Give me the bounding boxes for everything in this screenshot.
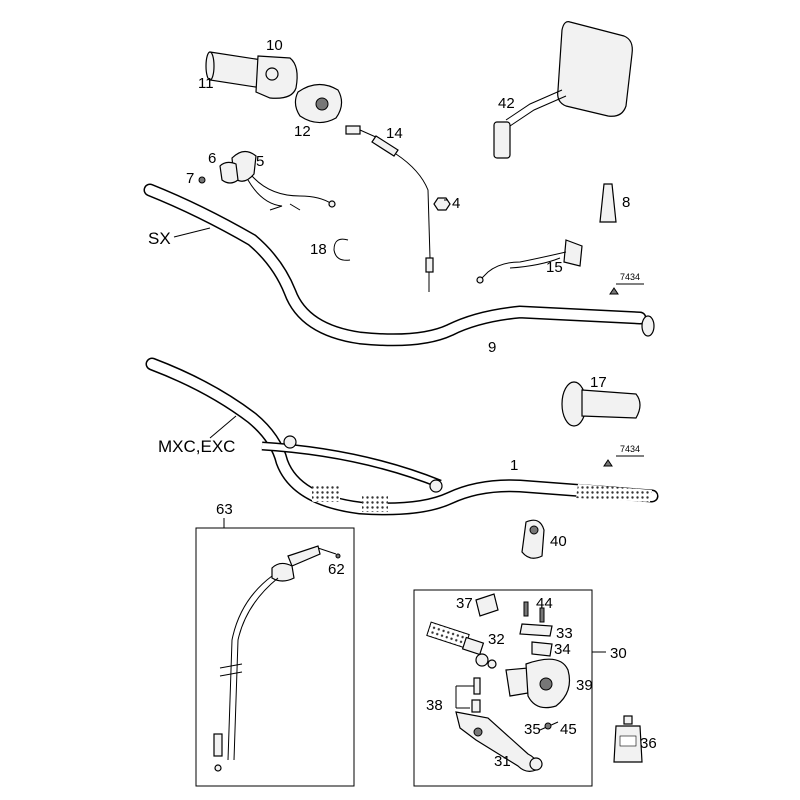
leader-lines: [173, 199, 644, 457]
throttle-cable: [345, 125, 434, 292]
nut-part: [433, 197, 451, 211]
label-4: 4: [452, 195, 460, 212]
mirror: [493, 21, 633, 159]
label-14: 14: [386, 125, 403, 142]
part-labels: 10 11 12 14 42 6 5 7 4 8 SX 18 15 7434 9…: [148, 37, 657, 770]
label-63: 63: [216, 501, 233, 518]
label-15: 15: [546, 259, 563, 276]
handlebar-sx: [143, 183, 655, 347]
kill-switch: [198, 150, 336, 211]
label-44: 44: [536, 595, 553, 612]
handlebar-mxc: [145, 357, 659, 516]
label-62: 62: [328, 561, 345, 578]
label-30: 30: [610, 645, 627, 662]
label-31: 31: [494, 753, 511, 770]
left-grip: [561, 381, 641, 427]
wiring-switch: [476, 239, 583, 284]
small-plug-2: [603, 459, 613, 467]
label-ref-7434-top: 7434: [620, 272, 640, 282]
label-38: 38: [426, 697, 443, 714]
label-8: 8: [622, 194, 630, 211]
label-ref-7434-bottom: 7434: [620, 444, 640, 454]
label-33: 33: [556, 625, 573, 642]
circlip: [333, 238, 351, 261]
label-17: 17: [590, 374, 607, 391]
label-36: 36: [640, 735, 657, 752]
valve-cap: [599, 183, 617, 223]
label-37: 37: [456, 595, 473, 612]
label-34: 34: [554, 641, 571, 658]
label-39: 39: [576, 677, 593, 694]
label-35: 35: [524, 721, 541, 738]
label-12: 12: [294, 123, 311, 140]
label-45: 45: [560, 721, 577, 738]
clutch-cable-box: [195, 518, 355, 787]
label-5: 5: [256, 153, 264, 170]
clutch-assembly-box: [413, 589, 606, 787]
label-sx: SX: [148, 229, 171, 248]
label-32: 32: [488, 631, 505, 648]
label-42: 42: [498, 95, 515, 112]
label-11: 11: [198, 75, 214, 92]
throttle-grip: [205, 51, 298, 99]
label-9: 9: [488, 339, 496, 356]
label-7: 7: [186, 170, 194, 187]
label-18: 18: [310, 241, 327, 258]
label-6: 6: [208, 150, 216, 167]
label-10: 10: [266, 37, 283, 54]
label-1: 1: [510, 457, 518, 474]
label-40: 40: [550, 533, 567, 550]
small-plug-1: [609, 287, 619, 295]
oil-bottle: [613, 715, 643, 763]
clamp: [521, 519, 545, 559]
throttle-cover: [294, 83, 343, 124]
label-mxc-exc: MXC,EXC: [158, 437, 235, 456]
